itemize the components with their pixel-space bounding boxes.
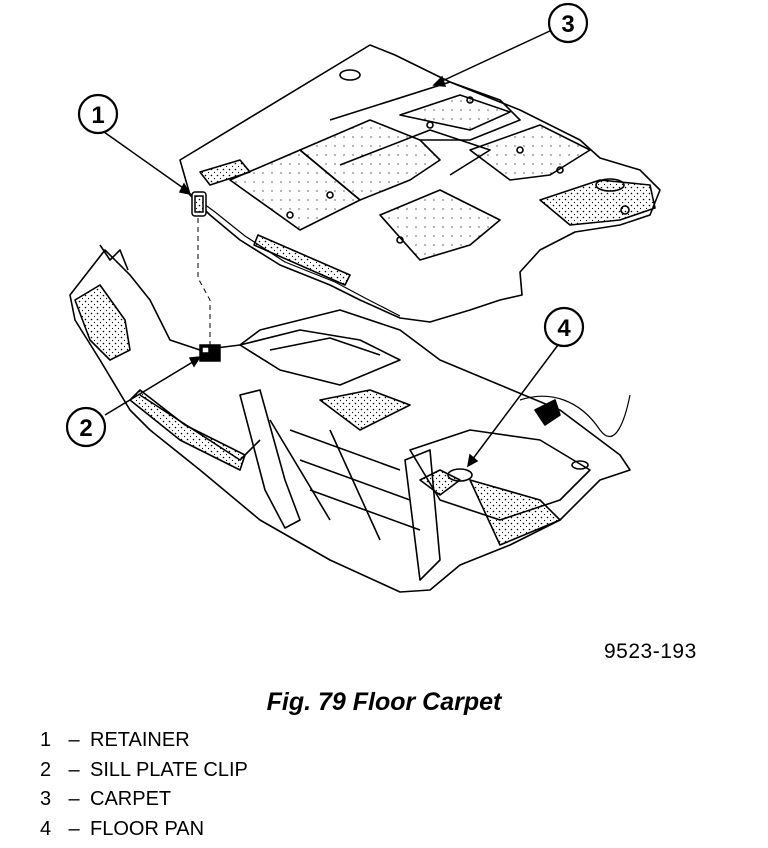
svg-text:4: 4 [557,315,571,342]
legend-label: SILL PLATE CLIP [90,758,248,781]
legend-label: RETAINER [90,729,190,751]
legend-item: 3–CARPET [40,785,248,815]
svg-text:2: 2 [79,415,92,442]
figure-code: 9523-193 [604,640,697,663]
floor-pan-shape [69,244,631,593]
leader-lines [103,29,559,468]
legend-number: 2 [40,758,52,781]
svg-text:3: 3 [561,11,574,38]
carpet-shape [179,44,661,323]
legend-number: 1 [40,729,52,751]
legend-dash: – [68,758,80,781]
callout-1: 1 [77,93,119,135]
floor-carpet-diagram: 1 2 3 4 [65,2,661,593]
sill-plate-clip-part [199,344,221,362]
legend-item: 1–RETAINER [40,726,248,756]
legend-label: FLOOR PAN [90,817,205,840]
callout-3: 3 [547,2,589,44]
callout-2: 2 [65,406,107,448]
legend-dash: – [68,817,80,840]
legend-item: 2–SILL PLATE CLIP [40,756,248,786]
retainer-part [191,191,207,217]
figure-caption: Fig. 79 Floor Carpet [266,688,502,716]
callout-4: 4 [543,306,585,348]
legend-number: 3 [40,788,52,810]
legend-dash: – [68,788,80,810]
legend-number: 4 [40,817,52,840]
svg-text:1: 1 [91,102,104,129]
legend-item: 4–FLOOR PAN [40,815,248,845]
legend-list: 1–RETAINER 2–SILL PLATE CLIP 3–CARPET 4–… [40,726,248,844]
legend-label: CARPET [90,788,172,810]
alignment-line [197,218,211,345]
legend-dash: – [68,729,80,751]
